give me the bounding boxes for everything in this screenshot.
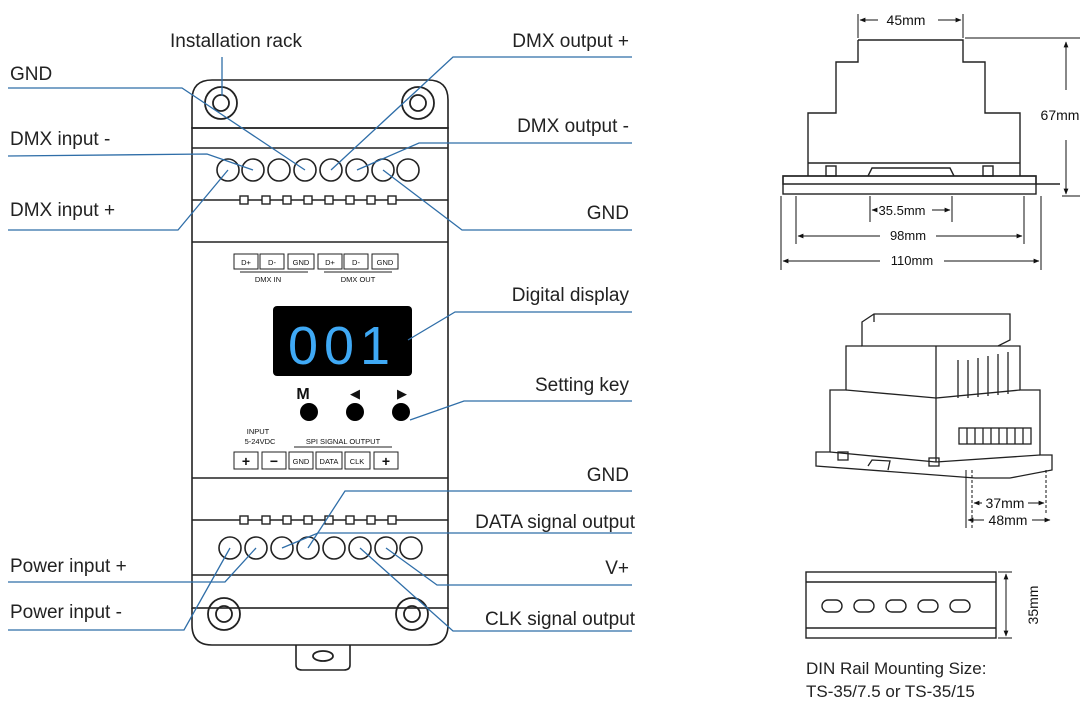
dmx-pin-3: D+ (325, 258, 335, 267)
input-label: INPUT (247, 427, 270, 436)
key-left-button (346, 403, 364, 421)
leader-lines (7, 56, 632, 632)
isometric-dimensions (965, 470, 1051, 528)
dim-110mm: 110mm (891, 253, 933, 268)
label-dmx-input-minus: DMX input - (10, 129, 110, 150)
spi-pin-plus: + (382, 453, 390, 469)
dim-37mm: 37mm (986, 495, 1025, 511)
spi-label: SPI SIGNAL OUTPUT (306, 437, 381, 446)
label-gnd-bottom-right: GND (587, 465, 629, 486)
din-rail (805, 571, 997, 639)
key-m-label: M (296, 386, 309, 403)
label-power-input-plus: Power input + (10, 556, 127, 577)
bottom-terminal-screws (239, 515, 397, 525)
label-dmx-output-plus: DMX output + (512, 31, 629, 52)
device-front-view (191, 79, 449, 671)
label-power-input-minus: Power input - (10, 602, 122, 623)
key-m-button (300, 403, 318, 421)
dmx-pin-1: D- (268, 258, 276, 267)
side-view-dimensions (780, 14, 1080, 270)
key-left-label: ◀ (350, 386, 360, 401)
label-dmx-input-plus: DMX input + (10, 200, 115, 221)
din-rail-sizes: TS-35/7.5 or TS-35/15 (806, 682, 975, 701)
dim-67mm: 67mm (1041, 107, 1080, 123)
spi-pin-data: DATA (320, 457, 339, 466)
dmx-pin-5: GND (377, 258, 394, 267)
setting-keys: M ◀ ▶ (296, 386, 410, 421)
din-rail-dimension (998, 571, 1012, 639)
dmx-pin-0: D+ (241, 258, 251, 267)
dim-35mm-rail: 35mm (1025, 586, 1041, 625)
label-setting-key: Setting key (535, 375, 629, 396)
dim-48mm: 48mm (989, 512, 1028, 528)
spi-pin-gnd: GND (293, 457, 310, 466)
label-v-plus: V+ (605, 558, 629, 579)
input-pin-plus: + (242, 453, 250, 469)
output-pin-labels: INPUT 5-24VDC SPI SIGNAL OUTPUT + − GND … (233, 427, 399, 470)
label-dmx-output-minus: DMX output - (517, 116, 629, 137)
input-pin-minus: − (270, 453, 278, 469)
input-voltage: 5-24VDC (245, 437, 276, 446)
dmx-out-label: DMX OUT (341, 275, 376, 284)
side-view (782, 39, 1060, 195)
callout-labels: Installation rack GND DMX input - DMX in… (10, 31, 636, 630)
mounting-holes (204, 86, 435, 662)
dmx-in-label: DMX IN (255, 275, 281, 284)
digital-display: 001 (273, 306, 412, 376)
label-data-signal-output: DATA signal output (475, 512, 636, 533)
dmx-pin-2: GND (293, 258, 310, 267)
dim-45mm: 45mm (887, 12, 926, 28)
label-clk-signal-output: CLK signal output (485, 609, 636, 630)
din-rail-title: DIN Rail Mounting Size: (806, 659, 986, 678)
isometric-view (815, 313, 1053, 479)
dim-35-5mm: 35.5mm (879, 203, 926, 218)
key-right-label: ▶ (397, 386, 407, 401)
display-value: 001 (288, 316, 396, 376)
label-installation-rack: Installation rack (170, 31, 303, 52)
dmx-pin-4: D- (352, 258, 360, 267)
dim-98mm: 98mm (890, 228, 926, 243)
dmx-pin-labels: D+ D- GND D+ D- GND DMX IN DMX OUT (233, 253, 399, 284)
top-terminal-screws (239, 195, 397, 205)
label-gnd-top-left: GND (10, 64, 52, 85)
key-right-button (392, 403, 410, 421)
label-gnd-top-right: GND (587, 203, 629, 224)
spi-pin-clk: CLK (350, 457, 365, 466)
label-digital-display: Digital display (512, 285, 630, 306)
isometric-dimension-labels: 37mm 48mm (986, 495, 1028, 528)
side-view-dimension-labels: 45mm 67mm 35.5mm 98mm 110mm (879, 12, 1080, 268)
top-terminals (216, 158, 420, 182)
